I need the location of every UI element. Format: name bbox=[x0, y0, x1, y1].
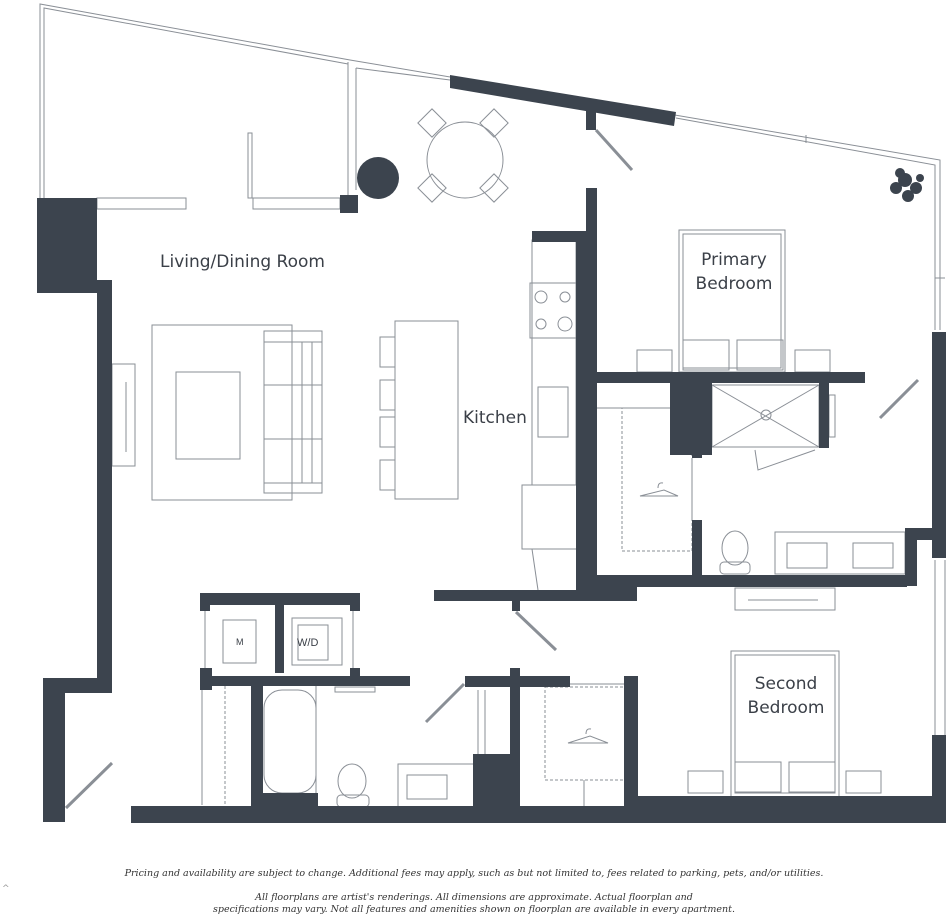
disclaimer-renderings: All floorplans are artist's renderings. … bbox=[255, 892, 693, 903]
kitchen-island bbox=[394, 320, 459, 500]
washer-dryer bbox=[291, 617, 343, 666]
disclaimer-pricing: Pricing and availability are subject to … bbox=[124, 868, 824, 879]
balcony-railing bbox=[39, 3, 941, 330]
room-label-primary-bedroom-1: Primary bbox=[701, 250, 767, 270]
column-round bbox=[357, 157, 399, 199]
washer-dryer-label: W/D bbox=[297, 637, 319, 649]
toilet-primary bbox=[721, 530, 749, 566]
hanger-icon bbox=[639, 482, 679, 497]
room-label-second-bedroom-2: Bedroom bbox=[747, 698, 825, 718]
plant-icon bbox=[890, 168, 924, 202]
room-label-kitchen: Kitchen bbox=[463, 408, 527, 428]
mechanical-unit bbox=[222, 619, 257, 664]
sofa bbox=[263, 330, 323, 494]
column bbox=[37, 198, 97, 293]
dining-table bbox=[426, 121, 504, 199]
room-label-primary-bedroom-2: Bedroom bbox=[695, 274, 773, 294]
mechanical-label: M bbox=[236, 637, 244, 647]
tv-console bbox=[111, 363, 136, 467]
vanity-hall bbox=[397, 763, 475, 808]
area-rug bbox=[151, 324, 293, 501]
floorplan-drawing bbox=[37, 3, 946, 823]
room-label-living-dining: Living/Dining Room bbox=[160, 252, 325, 272]
bathtub bbox=[263, 689, 317, 794]
room-label-second-bedroom-1: Second bbox=[754, 674, 818, 694]
coffee-table bbox=[175, 371, 241, 460]
hanger-icon-2 bbox=[567, 728, 609, 744]
toilet-hall bbox=[337, 763, 367, 799]
kitchen-sink bbox=[537, 386, 569, 438]
scroll-up-caret[interactable]: ^ bbox=[2, 884, 10, 894]
disclaimer-specifications: specifications may vary. Not all feature… bbox=[213, 904, 735, 915]
